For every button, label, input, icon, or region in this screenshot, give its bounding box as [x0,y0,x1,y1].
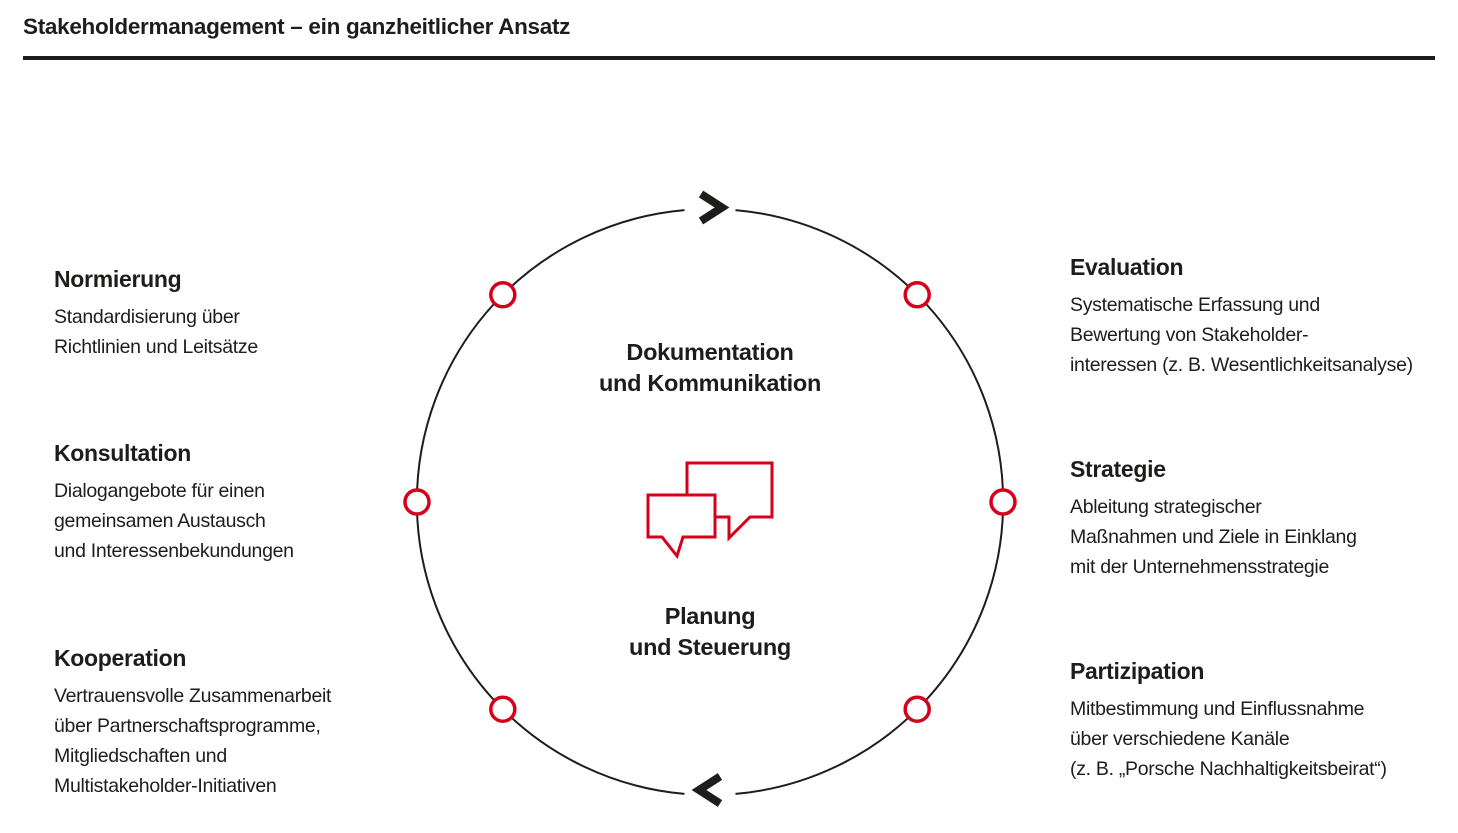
info-line: mit der Unternehmensstrategie [1070,556,1330,578]
info-line: Bewertung von Stakeholder- [1070,324,1309,346]
info-block-kooperation: Kooperation Vertrauensvolle Zusammenarbe… [54,645,434,801]
cycle-node-konsultation [403,488,431,516]
speech-bubble-front [646,493,717,560]
info-line: Vertrauensvolle Zusammenarbeit [54,685,332,707]
center-label-documentation: Dokumentation und Kommunikation [480,337,940,399]
cycle-node-kooperation [489,695,517,723]
cycle-arc-right [735,209,1005,795]
info-heading: Evaluation [1070,254,1184,280]
info-line: interessen (z. B. Wesentlichkeitsanalyse… [1070,354,1413,376]
info-block-partizipation: Partizipation Mitbestimmung und Einfluss… [1070,658,1450,784]
info-block-evaluation: Evaluation Systematische Erfassung und B… [1070,254,1450,380]
center-label-line: Planung [664,603,756,629]
info-heading: Normierung [54,266,182,292]
figure-title: Stakeholdermanagement – ein ganzheitlich… [23,14,571,39]
info-block-normierung: Normierung Standardisierung über Richtli… [54,266,434,362]
cycle-arc-left [415,209,685,795]
center-label-line: und Steuerung [629,634,791,660]
info-line: Multistakeholder-Initiativen [54,775,277,797]
info-line: (z. B. „Porsche Nachhaltigkeitsbeirat“) [1070,758,1387,780]
info-heading: Strategie [1070,456,1166,482]
center-label-planning: Planung und Steuerung [480,601,940,663]
info-line: Maßnahmen und Ziele in Einklang [1070,526,1357,548]
info-line: Systematische Erfassung und [1070,294,1320,316]
info-line: Richtlinien und Leitsätze [54,336,258,358]
info-line: Standardisierung über [54,306,240,328]
cycle-node-evaluation [903,281,931,309]
chevron-right-icon [698,190,730,225]
info-line: gemeinsamen Austausch [54,510,266,532]
cycle-node-partizipation [903,695,931,723]
info-line: über Partnerschaftsprogramme, [54,715,321,737]
cycle-node-strategie [989,488,1017,516]
center-label-line: und Kommunikation [598,370,822,396]
info-heading: Partizipation [1070,658,1205,684]
info-line: Dialogangebote für einen [54,480,265,502]
info-line: Mitgliedschaften und [54,745,227,767]
cycle-node-normierung [489,281,517,309]
info-heading: Konsultation [54,440,191,466]
info-line: über verschiedene Kanäle [1070,728,1290,750]
chevron-left-icon [691,773,723,807]
info-line: und Interessenbekundungen [54,540,294,562]
center-label-line: Dokumentation [626,339,794,365]
info-line: Mitbestimmung und Einflussnahme [1070,698,1365,720]
info-heading: Kooperation [54,645,187,671]
info-block-konsultation: Konsultation Dialogangebote für einen ge… [54,440,434,566]
info-block-strategie: Strategie Ableitung strategischer Maßnah… [1070,456,1450,582]
info-line: Ableitung strategischer [1070,496,1262,518]
title-rule [23,56,1435,60]
speech-bubbles-icon [646,461,774,560]
